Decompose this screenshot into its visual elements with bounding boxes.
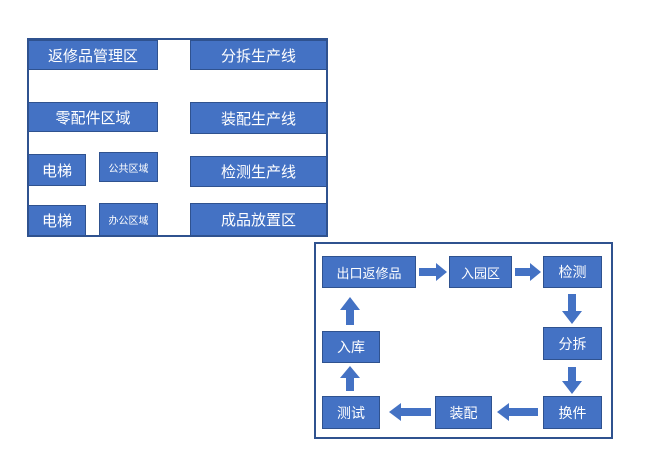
step-warehouse: 入库 — [322, 331, 380, 363]
step-ship-out-returns: 出口返修品 — [322, 256, 416, 288]
arrow-left-icon — [389, 403, 431, 421]
assembly-line: 装配生产线 — [190, 102, 327, 134]
elevator-1: 电梯 — [28, 154, 86, 186]
disassembly-line: 分拆生产线 — [190, 40, 327, 70]
inspection-line: 检测生产线 — [190, 156, 327, 187]
step-enter-park: 入园区 — [449, 256, 512, 288]
arrow-up-icon — [340, 366, 360, 391]
arrow-down-icon — [562, 367, 582, 394]
arrow-right-icon — [515, 263, 541, 281]
step-assemble: 装配 — [435, 396, 492, 429]
arrow-down-icon — [562, 294, 582, 324]
arrow-left-icon — [497, 403, 538, 421]
step-test: 测试 — [322, 396, 380, 429]
arrow-right-icon — [419, 263, 447, 281]
returns-area: 返修品管理区 — [28, 40, 158, 70]
public-area: 公共区域 — [99, 152, 158, 182]
elevator-2: 电梯 — [28, 205, 86, 236]
office-area: 办公区域 — [99, 203, 158, 236]
arrow-up-icon — [340, 297, 360, 325]
step-replace-parts: 换件 — [543, 396, 602, 429]
step-inspect: 检测 — [543, 256, 602, 288]
step-disassemble: 分拆 — [543, 327, 602, 360]
finished-goods-area: 成品放置区 — [190, 203, 327, 236]
parts-area: 零配件区域 — [28, 102, 158, 132]
